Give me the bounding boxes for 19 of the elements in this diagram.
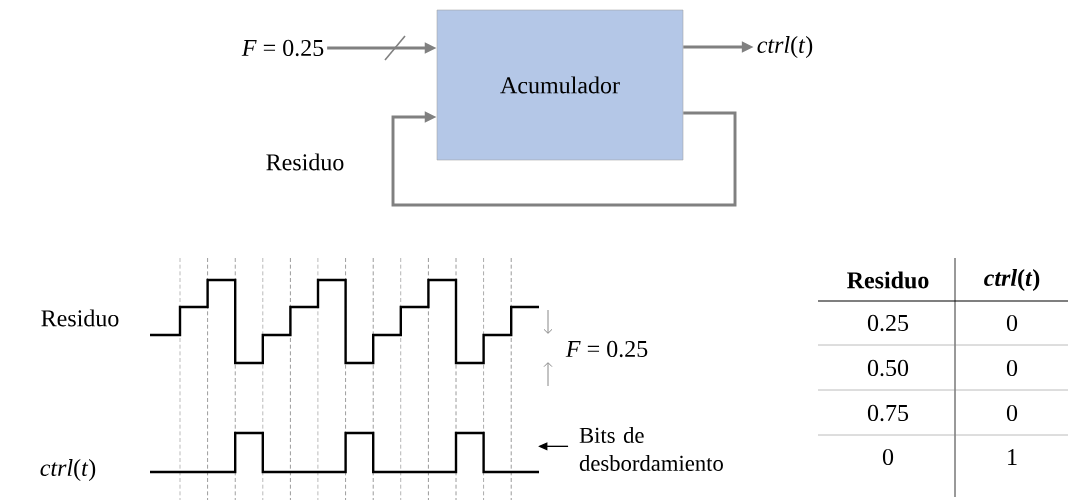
table-cell: 0 xyxy=(1006,359,1018,377)
table-cell: 1 xyxy=(1008,449,1017,465)
process-box: Acumulador xyxy=(436,9,684,161)
axis-label: Residuo xyxy=(41,309,119,327)
table-cell: 0 xyxy=(1006,404,1018,422)
signal-label: F = 0.25 xyxy=(241,39,324,57)
axis-label: ctrl(t) xyxy=(40,459,96,481)
table-cell: 0.75 xyxy=(867,404,909,422)
table-header: Residuo xyxy=(847,271,929,289)
signal-label: ctrl(t) xyxy=(757,36,813,58)
table-cell: 0.25 xyxy=(867,314,909,332)
dimension-label: F = 0.25 xyxy=(565,340,648,358)
table-cell: 0 xyxy=(1006,314,1018,332)
feedback-arrow xyxy=(391,111,737,207)
table-cell: 0 xyxy=(882,448,894,466)
table-cell: 0.50 xyxy=(867,359,909,377)
edge-label: Residuo xyxy=(266,153,344,171)
note-text: Bits de desbordamiento xyxy=(579,427,723,471)
table-header: ctrl(t) xyxy=(984,269,1040,291)
